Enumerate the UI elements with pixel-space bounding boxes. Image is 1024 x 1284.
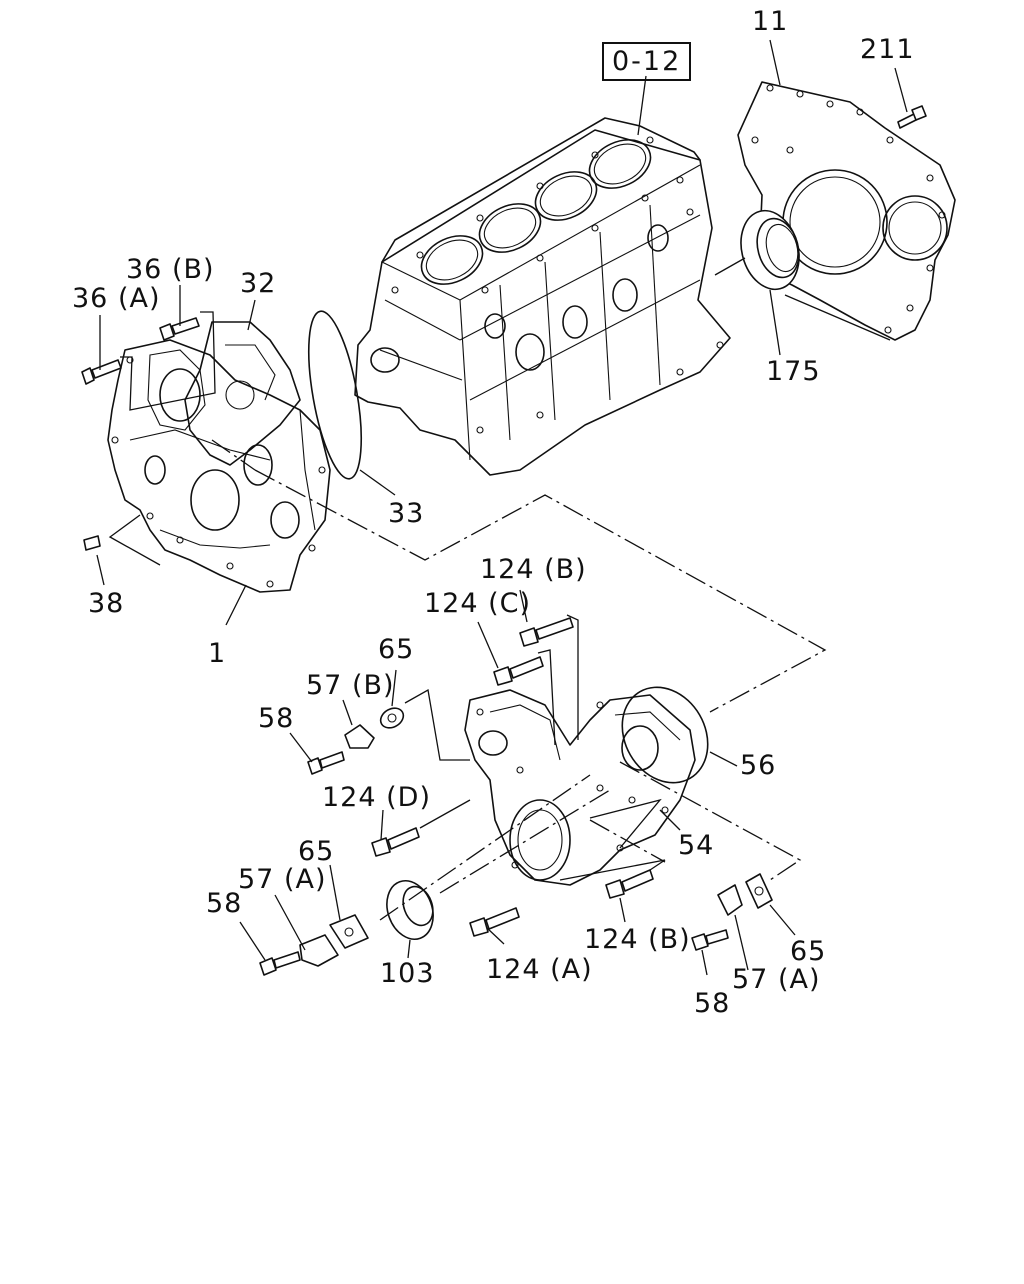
label-36a: 36 (A) [72,283,161,314]
label-38: 38 [88,588,125,619]
label-56: 56 [740,750,777,781]
label-57b: 57 (B) [306,670,395,701]
timing-cover [464,689,696,886]
label-65-top: 65 [378,634,415,665]
assembly-center-lines [211,439,827,921]
bolt-36b-icon [159,317,200,341]
label-124d: 124 (D) [322,782,431,813]
gear-case [107,339,331,593]
dowel-pin-38 [83,535,101,551]
bolt-36a-icon [81,359,122,385]
label-57a-right: 57 (A) [732,964,821,995]
label-211: 211 [860,34,915,65]
leader-lines [96,39,908,976]
label-36b: 36 (B) [126,254,215,285]
gasket-65-top [379,707,405,729]
label-1: 1 [208,638,227,669]
bolt-124a-icon [469,907,520,937]
label-58-top: 58 [258,703,295,734]
reference-box: 0-12 [602,42,692,81]
label-175: 175 [766,356,821,387]
label-124b-bottom: 124 (B) [584,924,691,955]
bolt-124c-icon [493,656,544,686]
cover-57b [344,724,375,749]
label-124a: 124 (A) [486,954,593,985]
label-65-left: 65 [298,836,335,867]
label-124b-top: 124 (B) [480,554,587,585]
bolt-124b-top-icon [519,617,574,647]
rear-plate [737,81,956,341]
cover-57a-left [299,934,339,967]
bolt-124b-bottom-icon [605,869,654,899]
bolt-124d-icon [371,827,420,857]
cover-57a-right [717,884,743,916]
bolt-58-right-icon [691,929,729,951]
bolt-211-icon [897,105,927,129]
engine-block [354,117,731,476]
bolt-58-left-icon [259,951,301,976]
label-58-right: 58 [694,988,731,1019]
label-32: 32 [240,268,277,299]
front-oil-seal [386,880,434,940]
label-54: 54 [678,830,715,861]
gasket-65-right [745,873,773,909]
label-124c: 124 (C) [424,588,532,619]
label-11: 11 [752,6,789,37]
bolt-58-top-icon [307,751,345,775]
label-33: 33 [388,498,425,529]
gear-case-gasket [184,321,301,466]
o-ring-33 [307,310,363,480]
label-57a-left: 57 (A) [238,864,327,895]
label-65-right: 65 [790,936,827,967]
o-ring-56 [621,686,709,784]
rear-oil-seal [740,209,800,291]
label-58-left: 58 [206,888,243,919]
label-103: 103 [380,958,435,989]
gasket-65-left [329,914,369,949]
